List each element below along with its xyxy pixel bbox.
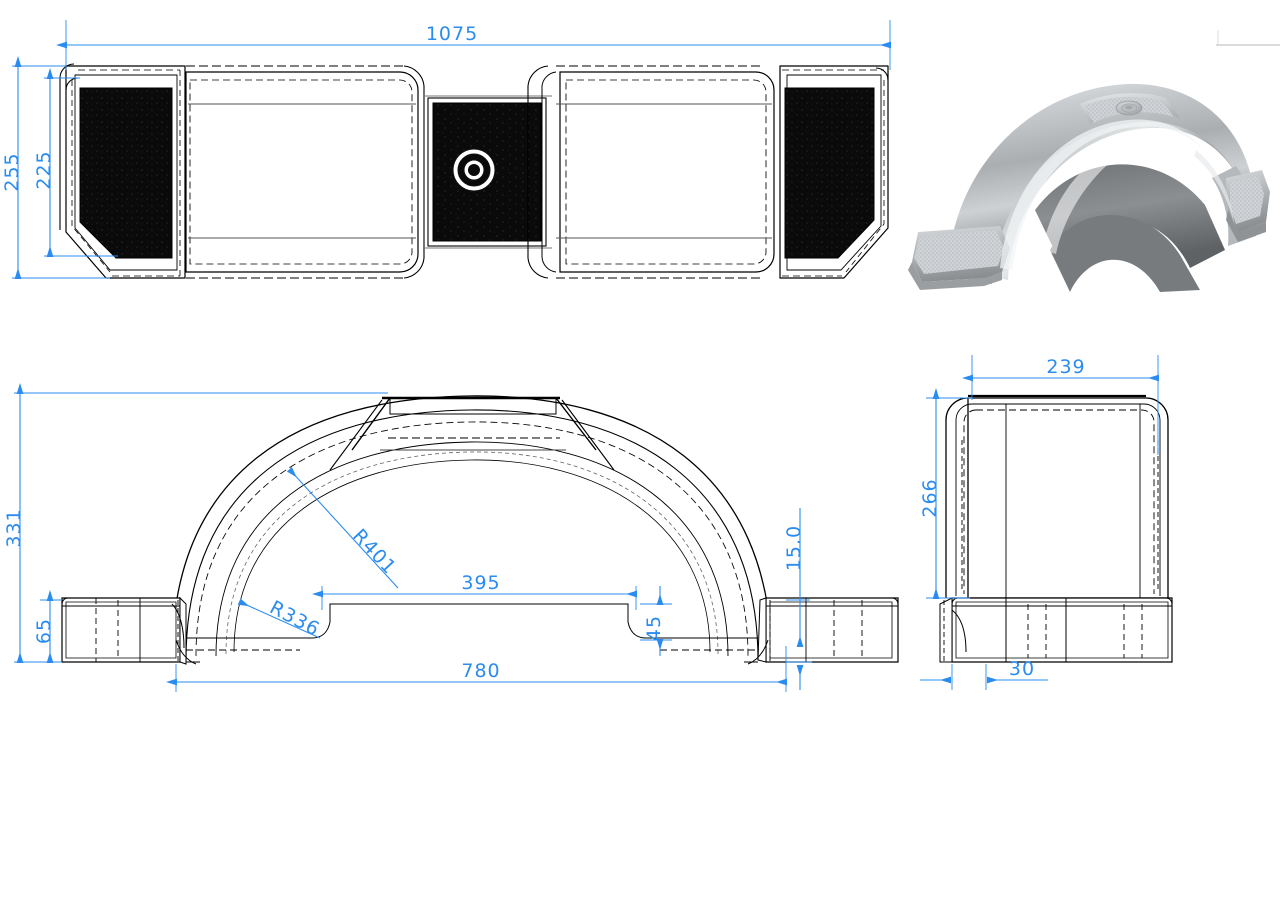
dimension-label-255: 255 (1, 152, 23, 191)
view-end: 239 266 30 (919, 355, 1173, 690)
dimension-label-239: 239 (1046, 356, 1085, 378)
dimension-label-225: 225 (33, 150, 55, 189)
right-pad-texture (784, 87, 875, 259)
dimension-label-1075: 1075 (426, 23, 478, 45)
dimension-255: 255 (1, 56, 110, 279)
dimension-225: 225 (33, 68, 118, 257)
dimension-65: 65 (33, 590, 62, 663)
end-foot-band (939, 597, 1173, 664)
render-right-step-pad (1230, 176, 1264, 224)
left-pad-texture (79, 87, 173, 259)
top-left-panel (185, 65, 425, 279)
side-inner-recess (186, 603, 758, 639)
side-left-foot (61, 596, 187, 665)
end-body-outline (967, 397, 1169, 599)
view-side: 331 65 780 395 (3, 383, 899, 692)
sheet-corner-artifact (1216, 30, 1280, 46)
circular-emblem (452, 148, 496, 192)
render-arch-main (948, 83, 1250, 284)
dimension-label-65: 65 (33, 618, 55, 644)
dimension-780: 780 (166, 646, 787, 692)
dimension-1075: 1075 (56, 20, 891, 70)
render-left-step-pad (914, 230, 1004, 274)
dimension-239: 239 (962, 355, 1159, 455)
dimension-label-780: 780 (461, 660, 500, 682)
dimension-label-266: 266 (919, 478, 941, 517)
dimension-395: 395 (312, 572, 637, 610)
side-arch-outer (171, 395, 773, 661)
end-view-dimensions: 239 266 30 (919, 355, 1159, 690)
dimension-label-331: 331 (3, 508, 25, 547)
dimension-45: 45 (640, 586, 672, 656)
side-right-foot (757, 597, 899, 663)
top-right-panel (527, 65, 775, 279)
top-view-dimensions: 1075 255 225 (1, 20, 891, 279)
dimension-label-15: 15.0 (783, 525, 805, 571)
dimension-30: 30 (920, 658, 1048, 690)
dimension-15: 15.0 (783, 508, 812, 690)
view-top: 1075 255 225 (1, 20, 891, 279)
dimension-label-45: 45 (643, 615, 665, 641)
dimension-label-30: 30 (1009, 658, 1035, 680)
dimension-label-395: 395 (461, 572, 500, 594)
top-left-step-pad (65, 65, 186, 279)
view-isometric-render (908, 83, 1270, 292)
top-right-step-pad (779, 65, 889, 279)
top-center-pad (424, 95, 552, 249)
dimension-266: 266 (919, 388, 972, 599)
render-emblem (1115, 100, 1143, 116)
